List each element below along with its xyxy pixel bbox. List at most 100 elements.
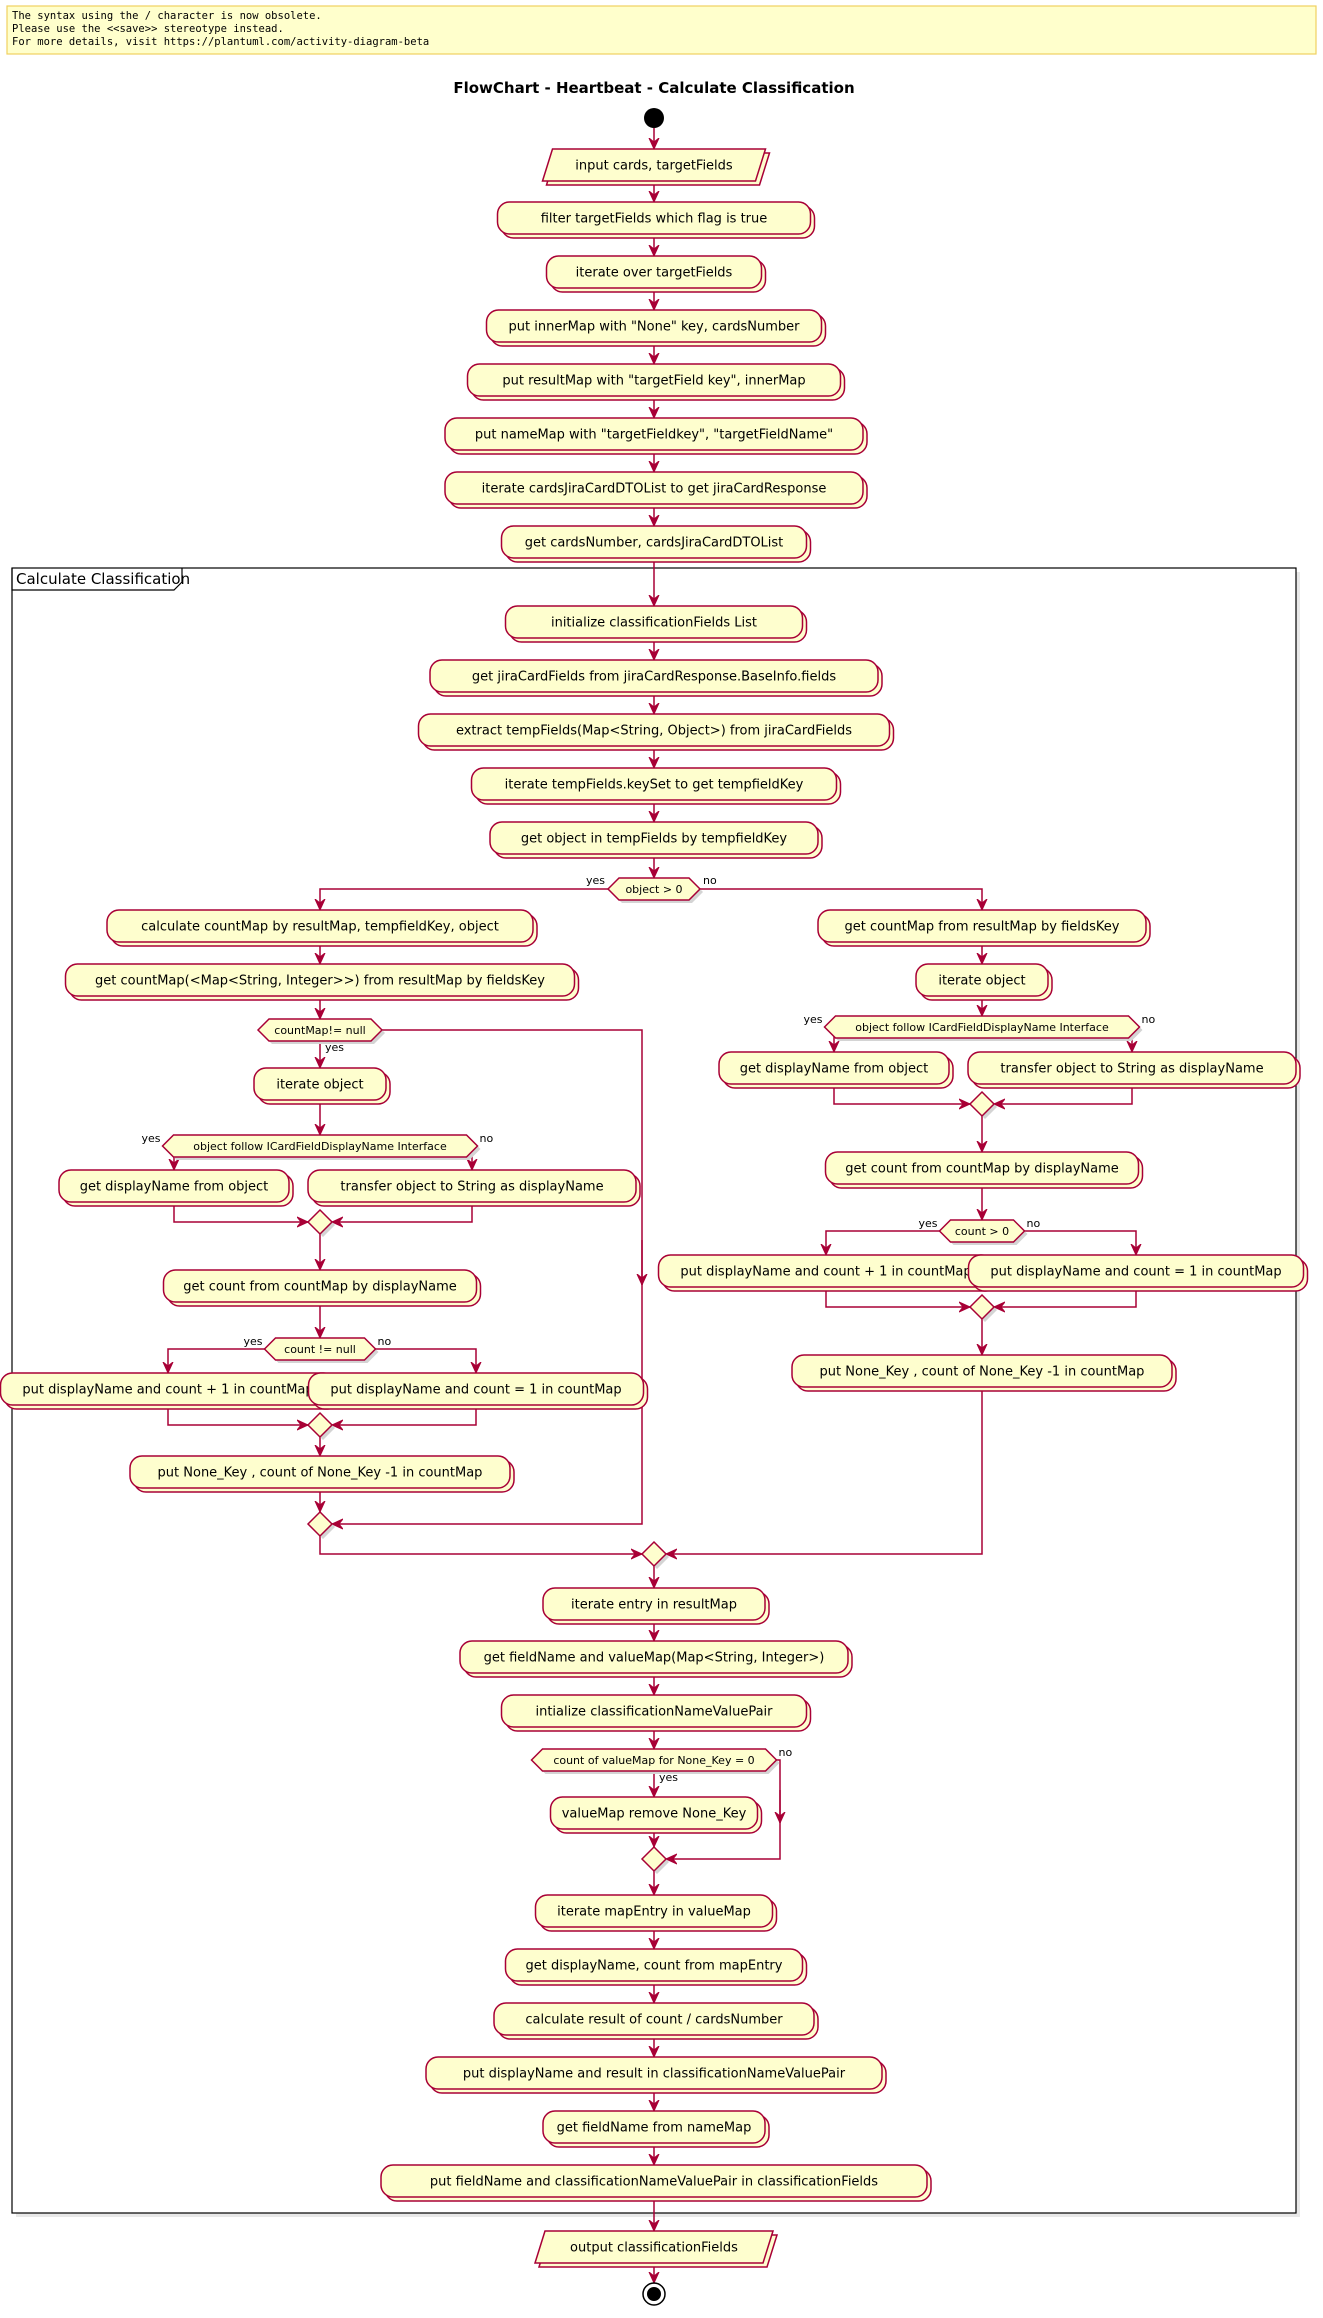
note-line-3: For more details, visit https://plantuml…	[12, 36, 429, 48]
merge-right-1	[968, 1090, 997, 1119]
action-calc-count-map: calculate countMap by resultMap, tempfie…	[106, 909, 538, 947]
action-get-cards-number-label: get cardsNumber, cardsJiraCardDTOList	[525, 536, 784, 551]
action-transfer-display-name-left-label: transfer object to String as displayName	[340, 1180, 603, 1195]
start-node	[644, 108, 664, 128]
action-put-result-map-label: put resultMap with "targetField key", in…	[502, 374, 805, 389]
action-put-count-one-left: put displayName and count = 1 in countMa…	[307, 1372, 649, 1410]
action-put-none-key-right: put None_Key , count of None_Key -1 in c…	[791, 1354, 1177, 1392]
label-l-follow-no: no	[480, 1132, 494, 1145]
action-init-name-value-pair-label: intialize classificationNameValuePair	[535, 1705, 773, 1720]
action-iterate-object-left-label: iterate object	[276, 1078, 363, 1093]
edge-l-put2-merge	[332, 1405, 477, 1425]
action-iterate-entry: iterate entry in resultMap	[542, 1587, 770, 1625]
action-get-jira-card-fields: get jiraCardFields from jiraCardResponse…	[429, 659, 883, 697]
label-l-count-no: no	[378, 1335, 392, 1348]
action-iterate-target-fields: iterate over targetFields	[545, 255, 767, 293]
action-transfer-display-name-right: transfer object to String as displayName	[967, 1051, 1301, 1089]
action-filter-target-fields: filter targetFields which flag is true	[496, 201, 816, 239]
action-init-classification-fields-label: initialize classificationFields List	[551, 616, 757, 631]
action-iterate-target-fields-label: iterate over targetFields	[576, 266, 733, 281]
label-obj-no: no	[703, 874, 717, 887]
label-l-count-yes: yes	[243, 1335, 262, 1348]
action-get-display-name-right: get displayName from object	[718, 1051, 954, 1089]
edge-r-to-main	[666, 1387, 983, 1554]
action-get-count-map-left: get countMap(<Map<String, Integer>>) fro…	[64, 963, 580, 1001]
edge-l-count-no	[375, 1348, 477, 1373]
action-iterate-map-entry-label: iterate mapEntry in valueMap	[557, 1905, 751, 1920]
action-iterate-temp-keys: iterate tempFields.keySet to get tempfie…	[470, 767, 842, 805]
label-r-follow-no: no	[1142, 1013, 1156, 1026]
action-init-name-value-pair: intialize classificationNameValuePair	[500, 1694, 812, 1732]
condition-none-key-zero-text: count of valueMap for None_Key = 0	[553, 1754, 754, 1767]
action-put-count-one-right: put displayName and count = 1 in countMa…	[967, 1254, 1309, 1292]
label-r-follow-yes: yes	[803, 1013, 822, 1026]
condition-count-not-null-left-text: count != null	[284, 1343, 356, 1356]
end-node	[642, 2282, 666, 2306]
label-r-count-yes: yes	[918, 1217, 937, 1230]
action-get-count-right: get count from countMap by displayName	[824, 1151, 1144, 1189]
label-countmap-yes: yes	[325, 1041, 344, 1054]
action-put-pair: put displayName and result in classifica…	[425, 2056, 887, 2094]
io-input-cards-label: input cards, targetFields	[575, 159, 733, 174]
action-put-inner-map: put innerMap with "None" key, cardsNumbe…	[485, 309, 827, 347]
edge-r-put1-merge	[825, 1287, 970, 1307]
action-get-cards-number: get cardsNumber, cardsJiraCardDTOList	[500, 525, 812, 563]
condition-count-map-not-null: countMap!= null	[256, 1018, 385, 1044]
label-none-no: no	[779, 1746, 793, 1759]
action-get-display-name-left: get displayName from object	[58, 1169, 294, 1207]
edge-r-count-no	[1024, 1230, 1137, 1255]
action-iterate-temp-keys-label: iterate tempFields.keySet to get tempfie…	[505, 778, 804, 793]
action-get-count-map-left-label: get countMap(<Map<String, Integer>>) fro…	[95, 974, 545, 989]
action-get-display-name-left-label: get displayName from object	[80, 1180, 269, 1195]
action-remove-none-key: valueMap remove None_Key	[549, 1796, 763, 1834]
action-put-count-one-right-label: put displayName and count = 1 in countMa…	[990, 1265, 1281, 1280]
action-put-none-key-right-label: put None_Key , count of None_Key -1 in c…	[820, 1365, 1145, 1380]
condition-count-not-null-left: count != null	[263, 1337, 379, 1363]
action-put-pair-label: put displayName and result in classifica…	[463, 2067, 846, 2082]
edge-l-disp1-merge	[173, 1202, 308, 1222]
action-get-object: get object in tempFields by tempfieldKey	[489, 821, 823, 859]
label-none-yes: yes	[659, 1771, 678, 1784]
action-calc-result: calculate result of count / cardsNumber	[493, 2002, 819, 2040]
action-transfer-display-name-left: transfer object to String as displayName	[307, 1169, 641, 1207]
action-put-none-key-left: put None_Key , count of None_Key -1 in c…	[129, 1455, 515, 1493]
action-get-jira-card-fields-label: get jiraCardFields from jiraCardResponse…	[472, 670, 836, 685]
edge-obj-yes	[320, 888, 608, 910]
action-put-count-plus-left-label: put displayName and count + 1 in countMa…	[22, 1383, 313, 1398]
action-put-none-key-left-label: put None_Key , count of None_Key -1 in c…	[158, 1466, 483, 1481]
action-get-count-left: get count from countMap by displayName	[162, 1269, 482, 1307]
action-get-count-map-right-label: get countMap from resultMap by fieldsKey	[845, 920, 1120, 935]
io-output-classification-fields: output classificationFields	[533, 2230, 779, 2268]
edge-r-count-yes	[826, 1230, 940, 1255]
edge-l-disp2-merge	[332, 1202, 473, 1222]
action-get-field-name-value-map: get fieldName and valueMap(Map<String, I…	[459, 1640, 853, 1678]
label-l-follow-yes: yes	[141, 1132, 160, 1145]
action-put-count-plus-right: put displayName and count + 1 in countMa…	[657, 1254, 999, 1292]
action-get-display-name-count-label: get displayName, count from mapEntry	[526, 1959, 783, 1974]
action-get-display-name-right-label: get displayName from object	[740, 1062, 929, 1077]
edge-l-count-yes	[168, 1348, 265, 1373]
action-put-result-map: put resultMap with "targetField key", in…	[466, 363, 846, 401]
condition-count-gt-0-right-text: count > 0	[955, 1225, 1009, 1238]
action-get-count-left-label: get count from countMap by displayName	[183, 1280, 457, 1295]
action-get-count-right-label: get count from countMap by displayName	[845, 1162, 1119, 1177]
action-filter-target-fields-label: filter targetFields which flag is true	[541, 212, 768, 227]
note-line-1: The syntax using the / character is now …	[12, 10, 322, 22]
condition-follow-interface-right-text: object follow ICardFieldDisplayName Inte…	[855, 1021, 1109, 1034]
action-put-classification-fields-label: put fieldName and classificationNameValu…	[430, 2175, 878, 2190]
action-extract-temp-fields: extract tempFields(Map<String, Object>) …	[417, 713, 895, 751]
condition-count-gt-0-right: count > 0	[938, 1219, 1028, 1245]
action-iterate-object-right: iterate object	[915, 963, 1053, 1001]
merge-main	[640, 1540, 669, 1569]
action-put-count-plus-right-label: put displayName and count + 1 in countMa…	[680, 1265, 971, 1280]
action-iterate-object-right-label: iterate object	[938, 974, 1025, 989]
condition-follow-interface-right: object follow ICardFieldDisplayName Inte…	[823, 1015, 1143, 1041]
io-output-classification-fields-label: output classificationFields	[570, 2241, 738, 2256]
action-init-classification-fields: initialize classificationFields List	[504, 605, 808, 643]
action-get-field-name: get fieldName from nameMap	[542, 2110, 770, 2148]
action-put-name-map: put nameMap with "targetFieldkey", "targ…	[444, 417, 868, 455]
diagram-title: FlowChart - Heartbeat - Calculate Classi…	[453, 79, 854, 97]
action-iterate-map-entry: iterate mapEntry in valueMap	[534, 1894, 778, 1932]
action-remove-none-key-label: valueMap remove None_Key	[562, 1807, 747, 1822]
